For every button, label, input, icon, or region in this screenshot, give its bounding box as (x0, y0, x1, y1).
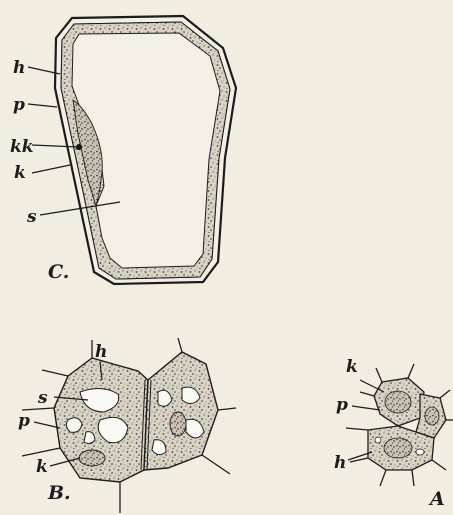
panel-a-nucleus-bottom (384, 438, 412, 458)
label-b-h: h (95, 342, 107, 362)
panel-b-vacuole-3 (66, 418, 82, 433)
panel-b-nucleus-right (170, 412, 186, 436)
caption-a: A (428, 488, 445, 510)
panel-a: k p h A (334, 357, 453, 510)
caption-c: C. (48, 261, 69, 283)
label-c-k: k (14, 163, 26, 183)
label-a-k: k (346, 357, 358, 377)
panel-b-vacuole-4 (84, 432, 95, 444)
label-c-s: s (26, 207, 37, 227)
caption-b: B. (47, 482, 71, 504)
label-b-p: p (18, 411, 30, 431)
panel-c: h p kk k s C. (10, 16, 236, 284)
label-c-p: p (13, 95, 25, 115)
label-b-s: s (37, 388, 48, 408)
label-c-kk: kk (10, 137, 34, 157)
panel-a-nucleus-top (385, 391, 411, 413)
label-a-h: h (334, 453, 346, 473)
label-b-k: k (36, 457, 48, 477)
label-c-h: h (13, 58, 25, 78)
panel-a-nucleus-right (425, 407, 439, 425)
panel-b-nucleus-left (79, 450, 105, 466)
label-a-p: p (336, 395, 348, 415)
panel-b: h s p k B. (18, 338, 236, 513)
